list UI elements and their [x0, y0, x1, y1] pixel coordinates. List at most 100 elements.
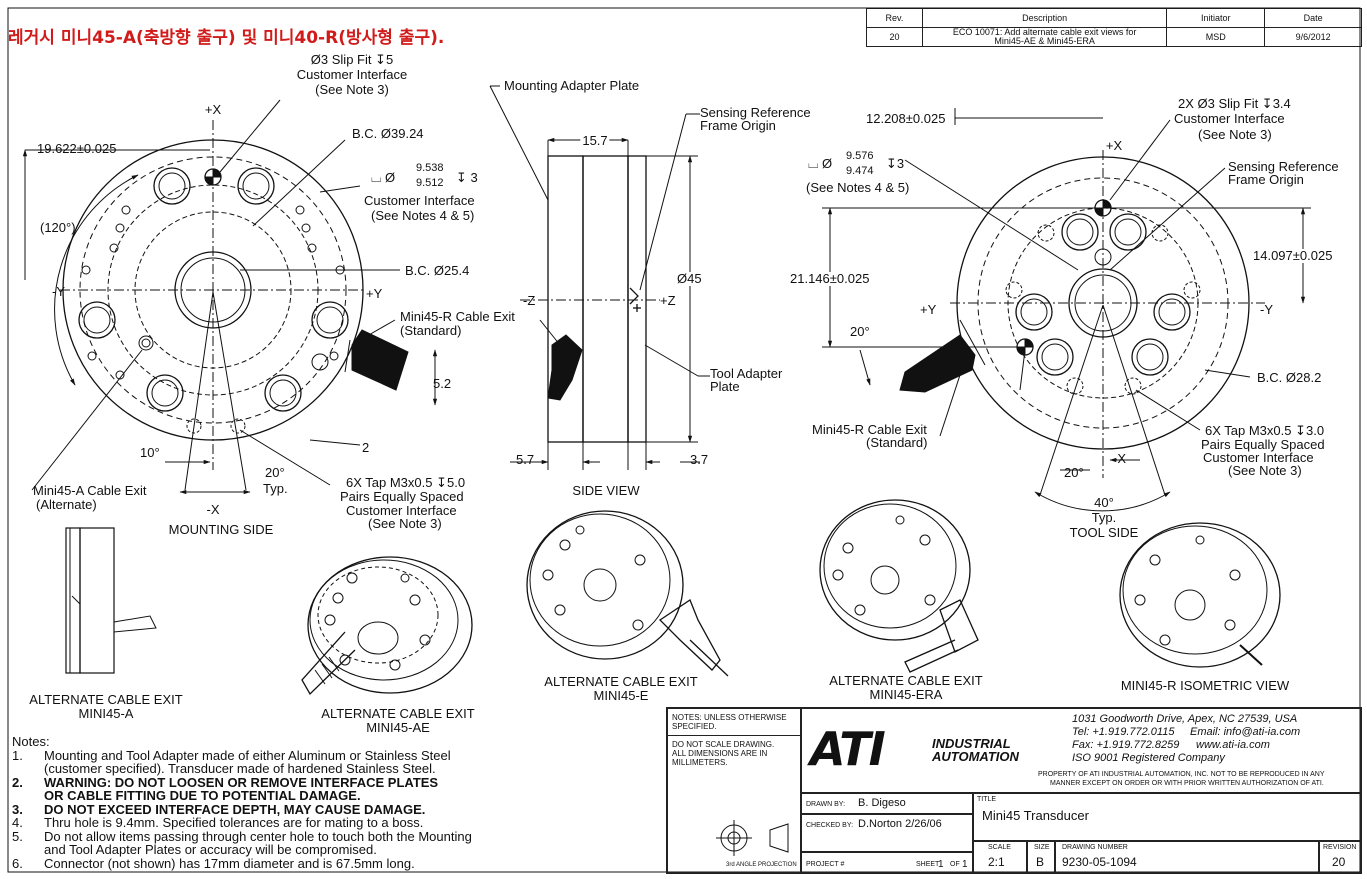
tool-side-view	[822, 108, 1311, 512]
description-header: Description	[923, 9, 1168, 27]
title-block: NOTES: UNLESS OTHERWISE SPECIFIED. DO NO…	[666, 707, 1362, 874]
note-text: Do not allow items passing through cente…	[44, 828, 472, 844]
note-line: 1.Mounting and Tool Adapter made of eith…	[12, 747, 572, 763]
side-minus-z: -Z	[523, 293, 536, 308]
tool-tap-line2: Pairs Equally Spaced	[1201, 437, 1325, 452]
mount-tap-line3: Customer Interface	[346, 503, 457, 518]
iso-r-label: MINI45-R ISOMETRIC VIEW	[1120, 678, 1290, 693]
tb-drawing-number: DRAWING NUMBER 9230-05-1094	[1055, 841, 1319, 873]
iso-e-label-line2: MINI45-E	[593, 688, 649, 703]
initiator-value: MSD	[1167, 28, 1266, 46]
description-value: ECO 10071: Add alternate cable exit view…	[923, 28, 1168, 46]
tb-no-scale-line1: DO NOT SCALE DRAWING.	[672, 740, 775, 749]
note-line: 6.Connector (not shown) has 17mm diamete…	[12, 855, 572, 871]
note-text: (customer specified). Transducer made of…	[44, 761, 436, 776]
side-sensing-ref-line1: Sensing Reference	[700, 105, 811, 120]
ati-logo-mark: ATI	[810, 722, 886, 776]
tb-scale: SCALE 2:1	[973, 841, 1027, 873]
tool-slip-fit-line1: 2X Ø3 Slip Fit ↧3.4	[1178, 96, 1291, 111]
tool-side-label: TOOL SIDE	[1069, 525, 1139, 540]
tb-of-value: 1	[962, 859, 968, 870]
tb-sheet-value: 1	[938, 859, 944, 870]
tool-angle-20: 20°	[850, 324, 870, 339]
tool-sensing-ref-line2: Frame Origin	[1228, 172, 1304, 187]
tool-minus-x: -X	[1113, 451, 1126, 466]
tb-checked-by-value: D.Norton 2/26/06	[858, 818, 942, 830]
tb-title: TITLE Mini45 Transducer	[973, 793, 1361, 841]
tool-angle-40: 40°	[1094, 495, 1114, 510]
tb-scale-label: SCALE	[988, 844, 1011, 851]
tool-slip-fit-line2: Customer Interface	[1174, 111, 1285, 126]
side-sensing-ref-line2: Frame Origin	[700, 118, 776, 133]
tool-bore-upper: 9.576	[846, 150, 874, 162]
note-text: OR CABLE FITTING DUE TO POTENTIAL DAMAGE…	[44, 788, 361, 803]
iso-ae-label-line1: ALTERNATE CABLE EXIT	[321, 706, 475, 721]
mount-cust-if-line1: Customer Interface	[364, 193, 475, 208]
iso-ae-label-line2: MINI45-AE	[366, 720, 430, 735]
tb-drawing-number-value: 9230-05-1094	[1062, 855, 1137, 869]
note-number: 4.	[12, 815, 23, 830]
ati-logo-industrial: INDUSTRIAL	[932, 736, 1011, 751]
tb-project: PROJECT # SHEET 1 OF 1	[801, 852, 973, 873]
tool-tap-line1: 6X Tap M3x0.5 ↧3.0	[1205, 423, 1325, 438]
tool-angle-20b: 20°	[1064, 465, 1084, 480]
mount-dim-52: 5.2	[433, 376, 452, 391]
note-number: 1.	[12, 747, 23, 763]
tb-revision: REVISION 20	[1319, 841, 1361, 873]
tb-size: SIZE B	[1027, 841, 1055, 873]
tool-plus-y: +Y	[920, 302, 937, 317]
tool-sensing-ref-line1: Sensing Reference	[1228, 159, 1339, 174]
iso-mini45-ae	[301, 556, 473, 696]
tb-projection: 3rd ANGLE PROJECTION	[726, 862, 797, 868]
tb-of-label: OF	[950, 861, 960, 868]
iso-a-label-line2: MINI45-A	[78, 706, 134, 721]
side-view-label: SIDE VIEW	[572, 483, 640, 498]
date-header: Date	[1303, 12, 1323, 23]
note-line: 3. DO NOT EXCEED INTERFACE DEPTH, MAY CAU…	[12, 801, 572, 817]
note-number: 3.	[12, 801, 23, 817]
tb-fax: Fax: +1.919.772.8259	[1072, 739, 1180, 751]
tb-address: 1031 Goodworth Drive, Apex, NC 27539, US…	[1072, 713, 1298, 725]
tb-email: Email: info@ati-ia.com	[1190, 726, 1301, 738]
iso-e-label-line1: ALTERNATE CABLE EXIT	[544, 674, 698, 689]
description-line1: ECO 10071: Add alternate cable exit view…	[952, 28, 1137, 37]
tb-revision-value: 20	[1332, 855, 1346, 869]
mount-tap-line4: (See Note 3)	[368, 516, 442, 531]
note-line: (customer specified). Transducer made of…	[12, 762, 572, 776]
tb-checked-by-label: CHECKED BY:	[806, 822, 854, 829]
tb-iso: ISO 9001 Registered Company	[1072, 752, 1225, 764]
mount-tap-line1: 6X Tap M3x0.5 ↧5.0	[346, 475, 466, 490]
note-number: 6.	[12, 855, 23, 871]
tb-no-scale-line3: MILLIMETERS.	[672, 758, 728, 767]
mount-bc-3924: B.C. Ø39.24	[352, 126, 424, 141]
iso-mini45-r	[1119, 522, 1281, 668]
revision-row: 20 ECO 10071: Add alternate cable exit v…	[867, 28, 1361, 46]
ati-logo: ATI INDUSTRIAL AUTOMATION	[810, 722, 1019, 781]
tool-cable-line2: (Standard)	[866, 435, 928, 450]
side-dim-57: 5.7	[516, 452, 535, 467]
mount-angle-20: 20°	[265, 465, 285, 480]
tb-size-value: B	[1036, 855, 1045, 869]
side-view	[489, 85, 710, 470]
mini45-a-side-sketch	[65, 527, 157, 674]
tb-size-label: SIZE	[1034, 844, 1050, 851]
tb-drawn-by: DRAWN BY: B. Digeso	[801, 793, 973, 814]
tool-dim-12208: 12.208±0.025	[866, 111, 946, 126]
tb-notes-unless-line2: SPECIFIED.	[672, 722, 717, 731]
note-line: 5.Do not allow items passing through cen…	[12, 828, 572, 844]
mount-cable-r-line2: (Standard)	[400, 323, 462, 338]
mount-bore-depth: ↧ 3	[456, 170, 478, 185]
note-line: OR CABLE FITTING DUE TO POTENTIAL DAMAGE…	[12, 789, 572, 803]
tool-minus-y: -Y	[1260, 302, 1273, 317]
iso-era-label-line2: MINI45-ERA	[869, 687, 943, 702]
note-text: DO NOT EXCEED INTERFACE DEPTH, MAY CAUSE…	[44, 801, 426, 817]
mounting-side-view	[22, 99, 438, 495]
mount-cust-if-line2: (See Notes 4 & 5)	[371, 208, 475, 223]
description-line2: Mini45-AE & Mini45-ERA	[994, 36, 1095, 46]
side-plus-z: +Z	[660, 293, 676, 308]
tool-dim-14097: 14.097±0.025	[1253, 248, 1333, 263]
tool-dim-21146: 21.146±0.025	[790, 271, 870, 286]
tool-tap-line3: Customer Interface	[1203, 450, 1314, 465]
tool-bore-note: (See Notes 4 & 5)	[806, 180, 910, 195]
tool-typ: Typ.	[1091, 510, 1117, 525]
